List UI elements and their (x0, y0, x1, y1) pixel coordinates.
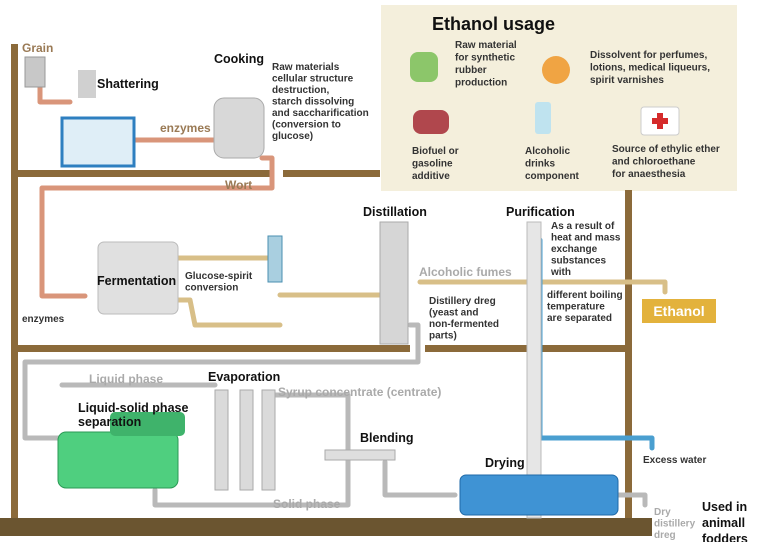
grain-label: Grain (22, 41, 53, 55)
usage-item-text: gasoline (412, 159, 453, 170)
first-aid-kit-icon (640, 106, 680, 136)
grain-hopper (24, 56, 46, 88)
blender (324, 449, 396, 461)
rubber-icon (410, 52, 438, 82)
distillery-dreg-label: Distillery dreg (429, 296, 496, 307)
floor (0, 518, 652, 536)
separation-label: Liquid-solid phase (78, 401, 188, 415)
purification-column (526, 221, 542, 519)
cooking-description: starch dissolving (272, 97, 354, 108)
fodders-label: fodders (702, 532, 748, 542)
glucose-conversion-label: conversion (185, 283, 238, 294)
fodders-label: Used in (702, 500, 747, 514)
glass-icon (535, 102, 551, 134)
usage-item-text: Raw material (455, 40, 517, 51)
glucose-conversion-label: Glucose-spirit (185, 271, 253, 282)
usage-title: Ethanol usage (432, 14, 555, 34)
cooking-description: cellular structure (272, 74, 354, 85)
cooking-label: Cooking (214, 52, 264, 66)
usage-item-text: Source of ethylic ether (612, 144, 720, 155)
cooking-description: and saccharification (272, 108, 369, 119)
centrifuge-motor (110, 412, 185, 436)
purification-description: with (550, 267, 571, 278)
usage-item-text: component (525, 171, 580, 182)
distillation-column (379, 221, 409, 345)
distillery-dreg-label: parts) (429, 331, 457, 342)
shattering-machine (60, 116, 136, 168)
purification-label: Purification (506, 205, 575, 219)
solid-phase-label: Solid phase (273, 497, 341, 511)
purification-description-2: temperature (547, 302, 605, 313)
fodders-label: animall (702, 516, 745, 530)
perfume-bottle-icon (542, 56, 570, 84)
distillery-dreg-label: non-fermented (429, 319, 499, 330)
usage-item-text: Biofuel or (412, 146, 459, 157)
distillation-label: Distillation (363, 205, 427, 219)
evaporation-label: Evaporation (208, 370, 280, 384)
usage-item-text: additive (412, 171, 450, 182)
enzymes-label: enzymes (160, 121, 211, 135)
usage-item-text: for synthetic (455, 53, 515, 64)
alcoholic-fumes-label: Alcoholic fumes (419, 265, 512, 279)
fermentation-tank (97, 241, 179, 315)
cooking-tank (213, 97, 265, 159)
cooking-description: destruction, (272, 85, 329, 96)
syrup-label: Syrup concentrate (centrate) (278, 385, 441, 399)
cooking-description: (conversion to (272, 120, 341, 131)
enzymes-label-2: enzymes (22, 314, 65, 325)
purification-description: exchange (551, 244, 598, 255)
usage-item-text: Alcoholic (525, 146, 570, 157)
dryer (459, 474, 619, 516)
usage-item-text: drinks (525, 159, 555, 170)
dry-dreg-label: distillery (654, 519, 696, 530)
ethanol-label: Ethanol (653, 303, 704, 319)
usage-item-text: lotions, medical liqueurs, (590, 63, 710, 74)
cooking-description: Raw materials (272, 62, 340, 73)
ethanol-usage-panel (381, 5, 737, 191)
purification-description-2: different boiling (547, 290, 623, 301)
shattering-label: Shattering (97, 77, 159, 91)
ethanol-badge (642, 299, 716, 323)
purification-description: substances (551, 256, 606, 267)
evaporators (214, 389, 276, 491)
usage-item-text: spirit varnishes (590, 75, 664, 86)
usage-item-text: Dissolvent for perfumes, (590, 50, 707, 61)
car-icon (413, 110, 449, 134)
distillery-dreg-label: (yeast and (429, 308, 478, 319)
separation-label: separation (78, 415, 141, 429)
fermentation-label: Fermentation (97, 274, 176, 288)
dry-dreg-label: dreg (654, 530, 676, 541)
drying-label: Drying (485, 456, 525, 470)
excess-water-label: Excess water (643, 455, 706, 466)
usage-item-text: production (455, 78, 507, 89)
separation-centrifuge (57, 431, 179, 489)
usage-item-text: rubber (455, 65, 487, 76)
cooking-description: glucose) (272, 131, 313, 142)
heat-exchanger (267, 235, 283, 283)
blending-label: Blending (360, 431, 413, 445)
wort-label: Wort (225, 178, 252, 192)
purification-description: heat and mass (551, 233, 621, 244)
structure-beams (11, 44, 632, 528)
usage-item-text: for anaesthesia (612, 169, 686, 180)
purification-description-2: are separated (547, 313, 612, 324)
purification-description: As a result of (551, 221, 615, 232)
liquid-phase-label: Liquid phase (89, 372, 163, 386)
dry-dreg-label: Dry (654, 507, 671, 518)
shattering-motor (78, 70, 96, 98)
usage-item-text: and chloroethane (612, 157, 696, 168)
